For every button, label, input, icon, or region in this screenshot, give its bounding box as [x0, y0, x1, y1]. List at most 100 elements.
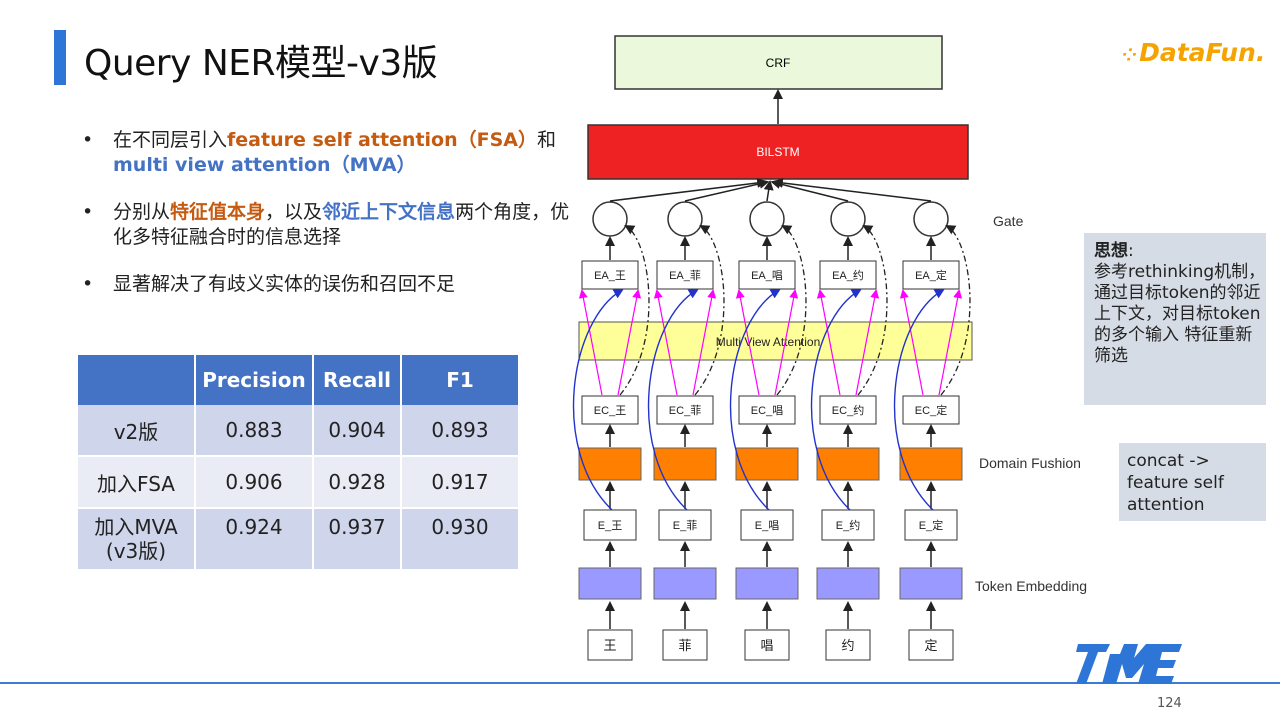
- gate-to-bilstm-arrow: [770, 179, 849, 202]
- table-row: 加入FSA 0.906 0.928 0.917: [78, 456, 520, 509]
- token-columns: 王E_王EC_王EA_王菲E_菲EC_菲EA_菲唱E_唱EC_唱EA_唱约E_约…: [572, 178, 971, 661]
- ea-box: [819, 260, 877, 290]
- ec-label: EC_定: [915, 403, 947, 417]
- table-header: [78, 355, 196, 405]
- table-row: v2版 0.883 0.904 0.893: [78, 405, 520, 457]
- ea-label: EA_菲: [669, 269, 701, 282]
- e-label: E_菲: [673, 519, 697, 532]
- char-label: 定: [924, 638, 937, 653]
- char-label: 约: [841, 638, 854, 653]
- page-number: 124: [1157, 696, 1182, 711]
- ec-to-gate-dashed-arrow: [776, 224, 807, 396]
- gate-circle: [913, 201, 949, 237]
- ea-box: [902, 260, 960, 290]
- gate-label: Gate: [993, 213, 1024, 229]
- gate-to-bilstm-arrow: [609, 178, 768, 202]
- gate-to-bilstm-arrow: [772, 178, 932, 202]
- table-header-row: Precision Recall F1: [78, 355, 520, 405]
- table-cell: 0.904: [313, 405, 402, 457]
- table-header: F1: [401, 355, 520, 405]
- mva-right-arrow: [774, 289, 799, 396]
- table-cell: 0.928: [313, 456, 402, 509]
- token-embedding-box: [899, 567, 963, 600]
- e-label: E_唱: [755, 519, 779, 532]
- domain-fushion-label: Domain Fushion: [979, 455, 1081, 471]
- table-cell: 0.930: [401, 508, 520, 571]
- ec-label: EC_菲: [669, 404, 701, 417]
- ea-label: EA_王: [594, 270, 626, 282]
- logo-text: DataFun.: [1139, 38, 1266, 67]
- table-cell: 0.893: [401, 405, 520, 457]
- mva-left-arrow: [816, 289, 841, 396]
- bullet-text: 两个角度，优化多特征融合时的信息选择: [113, 201, 570, 248]
- gate-circle: [667, 201, 703, 237]
- e-box: [658, 509, 712, 541]
- e-label: E_定: [919, 518, 943, 532]
- table-cell: 0.906: [195, 456, 314, 509]
- mva-right-arrow: [938, 289, 963, 396]
- gate-to-bilstm-arrow: [763, 180, 774, 202]
- table-cell: 0.883: [195, 405, 314, 457]
- char-label: 唱: [760, 638, 773, 653]
- bilstm-label: BILSTM: [756, 145, 799, 159]
- idea-note-body: 参考rethinking机制，通过目标token的邻近上下文，对目标token的…: [1094, 262, 1266, 366]
- ea-box: [581, 260, 639, 290]
- table-header: Precision: [195, 355, 314, 405]
- table-cell: 加入FSA: [78, 456, 196, 509]
- table-cell: 0.924: [195, 508, 314, 571]
- mva-left-arrow: [578, 289, 603, 396]
- bullet-text: 和: [537, 129, 557, 151]
- ec-box: [581, 395, 639, 425]
- ea-box: [656, 260, 714, 290]
- domain-fushion-box: [578, 447, 642, 481]
- token-embedding-box: [816, 567, 880, 600]
- domain-fushion-box: [653, 447, 717, 481]
- token-embedding-box: [735, 567, 799, 600]
- skip-connection-arrow: [810, 288, 862, 511]
- bullet-dot-icon: •: [82, 201, 94, 223]
- bullet-text: ，以及: [265, 201, 323, 223]
- ec-to-gate-dashed-arrow: [694, 224, 725, 396]
- e-box: [821, 509, 875, 541]
- domain-fushion-box: [816, 447, 880, 481]
- highlight-context: 邻近上下文信息: [322, 201, 456, 223]
- footer-divider: [0, 682, 1280, 684]
- ec-label: EC_唱: [751, 404, 783, 417]
- bilstm-layer: [587, 124, 969, 180]
- char-label: 王: [603, 638, 616, 653]
- highlight-feature-value: 特征值本身: [170, 201, 266, 223]
- ec-box: [819, 395, 877, 425]
- skip-connection-arrow: [893, 288, 945, 511]
- char-box: [825, 629, 871, 661]
- bullet-dot-icon: •: [82, 273, 94, 295]
- e-box: [583, 509, 637, 541]
- bullet-text: 在不同层引入: [113, 129, 228, 151]
- table-cell: 加入MVA(v3版): [78, 508, 196, 571]
- crf-layer: [614, 35, 943, 90]
- e-box: [740, 509, 794, 541]
- gate-circle: [830, 201, 866, 237]
- table-cell-subtext: (v3版): [105, 539, 167, 563]
- mva-left-arrow: [735, 289, 760, 396]
- skip-connection-arrow: [647, 288, 699, 511]
- table-cell: 0.937: [313, 508, 402, 571]
- concat-note: concat -> feature self attention: [1119, 443, 1266, 521]
- e-label: E_王: [598, 520, 622, 532]
- ea-box: [738, 260, 796, 290]
- datafun-logo: ⁘DataFun.: [1122, 38, 1265, 67]
- gate-circle: [749, 201, 785, 237]
- bullet-text: 分别从: [113, 201, 171, 223]
- skip-connection-arrow: [729, 288, 781, 511]
- token-embedding-box: [653, 567, 717, 600]
- domain-fushion-box: [735, 447, 799, 481]
- mva-right-arrow: [617, 289, 642, 396]
- tme-logo-icon: [1076, 644, 1182, 684]
- domain-fushion-box: [899, 447, 963, 481]
- token-embedding-box: [578, 567, 642, 600]
- e-label: E_约: [836, 519, 860, 532]
- ec-box: [738, 395, 796, 425]
- ec-to-gate-dashed-arrow: [619, 224, 650, 396]
